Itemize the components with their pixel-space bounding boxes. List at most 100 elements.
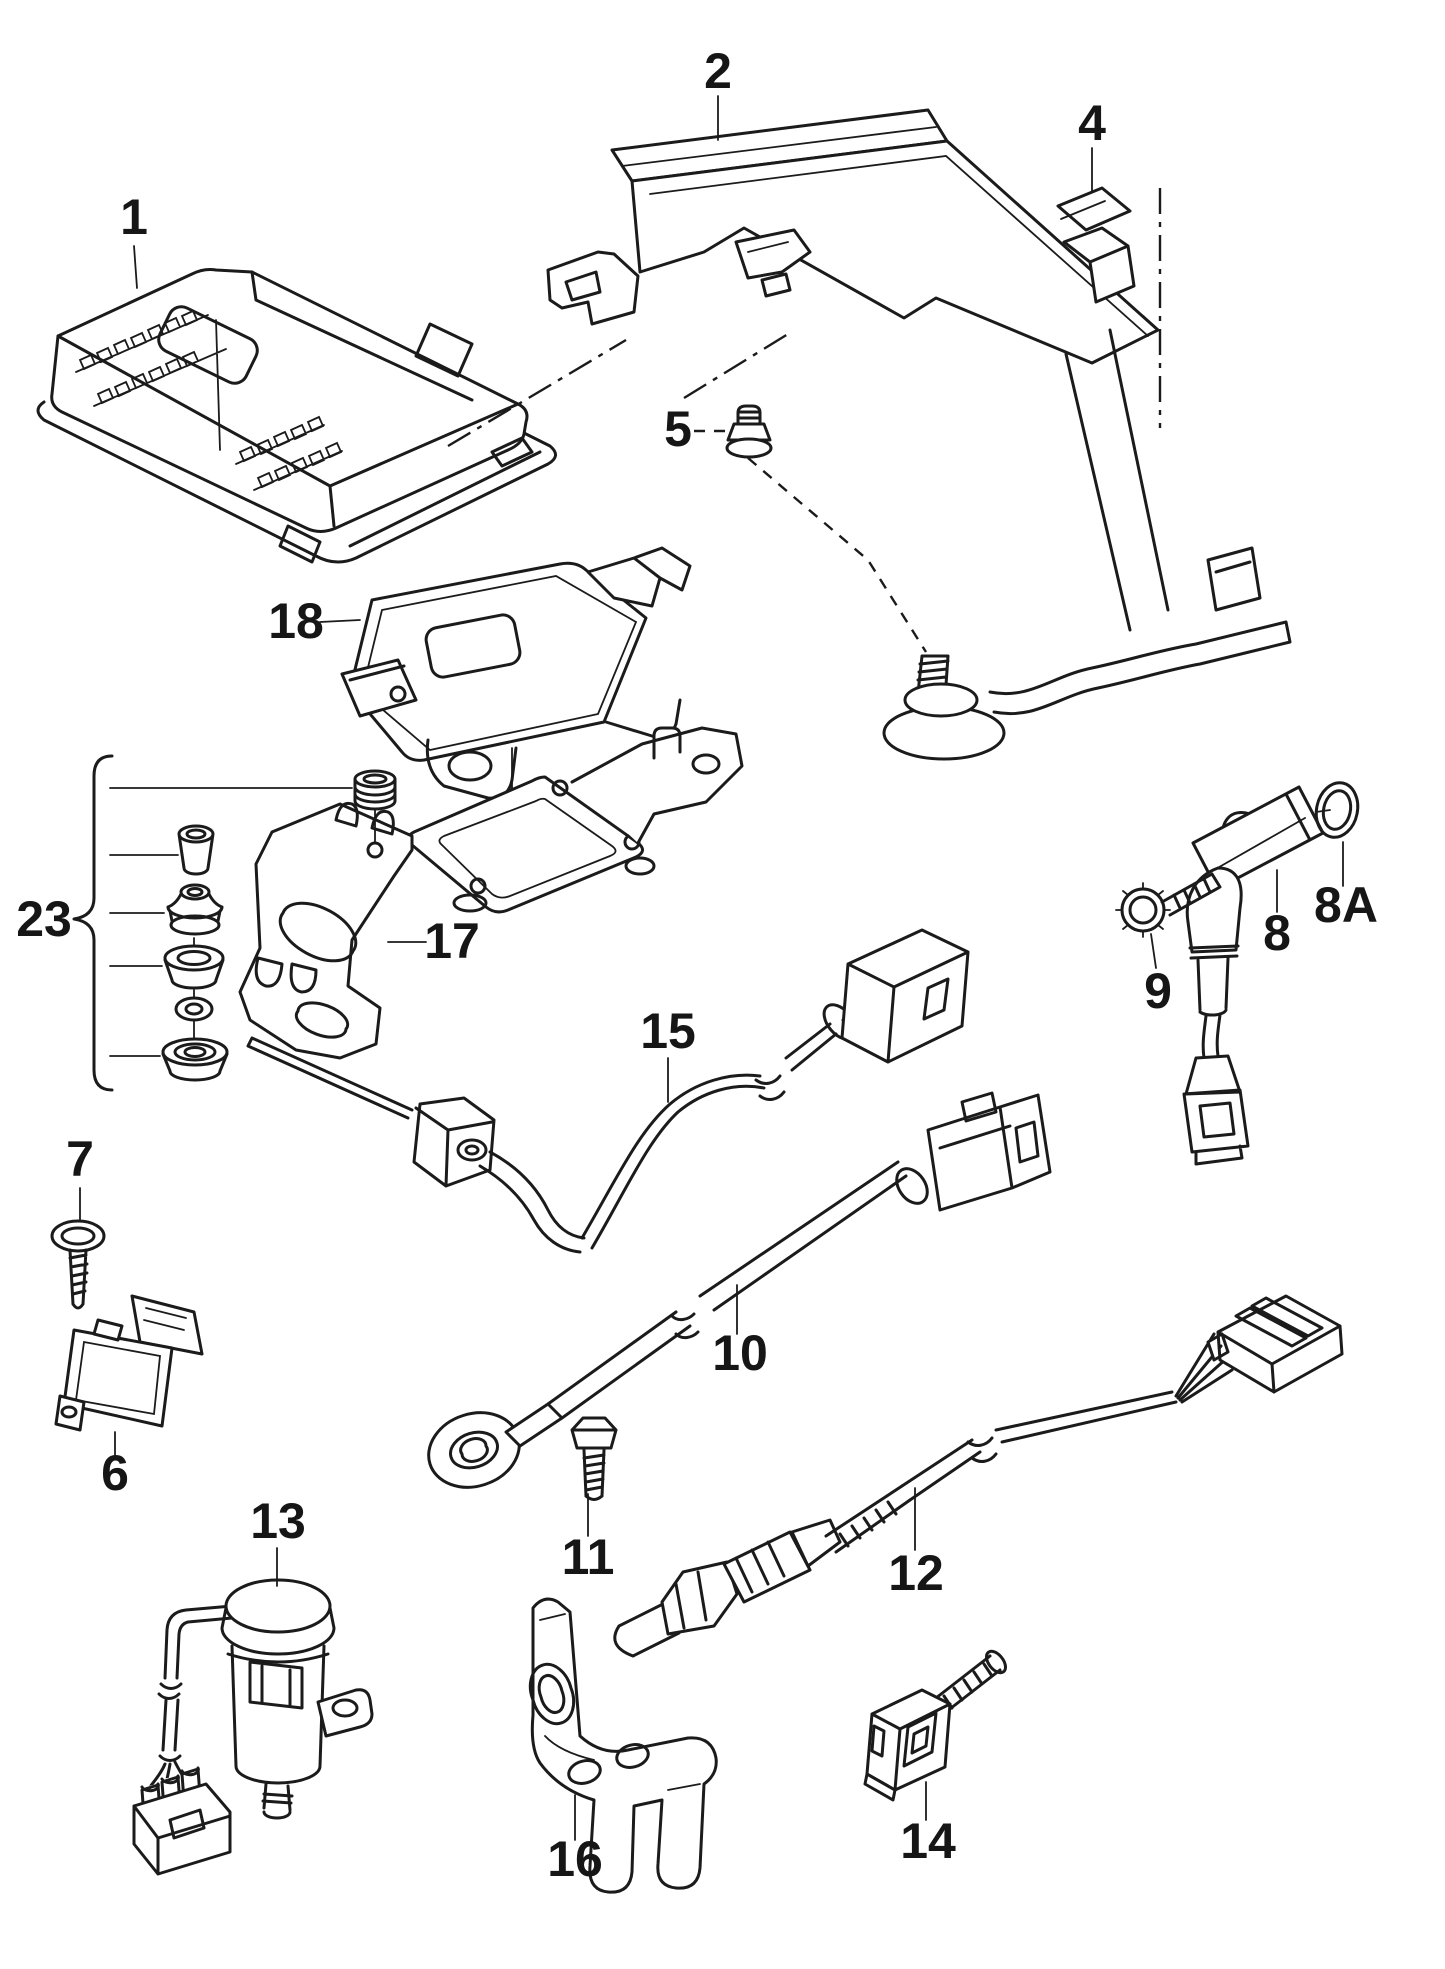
- bracket-right-leg: [988, 328, 1292, 715]
- part-16-support-bracket: [528, 1597, 718, 1894]
- bracket-rail-hem: [621, 126, 937, 167]
- sensor-connector-slots: [143, 1307, 187, 1331]
- valve-nipple: [261, 1782, 294, 1820]
- egt-hex-nut: [412, 1096, 496, 1188]
- mount-foot-upper: [903, 682, 979, 718]
- bracket-deck: [630, 139, 1160, 365]
- lambda-braid: [824, 1484, 912, 1554]
- dome-bushing: [166, 883, 224, 936]
- part-5-push-clip: [694, 404, 1006, 761]
- part-12-oxygen-sensor: [613, 1294, 1344, 1658]
- callout-8a: 8A: [1314, 877, 1378, 933]
- knock-sensor-boss: [504, 1402, 564, 1448]
- bracket-right-clip: [1062, 226, 1136, 304]
- module-connector-tabs: [586, 546, 692, 608]
- gasket-inner: [438, 797, 617, 899]
- module-top: [348, 561, 648, 762]
- group-brace: [72, 754, 114, 1092]
- egt-cable: [580, 1022, 838, 1250]
- callout-11: 11: [562, 1529, 615, 1585]
- sensor-flange: [54, 1318, 124, 1432]
- callout-8: 8: [1263, 905, 1291, 961]
- sensor-face: [74, 1340, 161, 1416]
- sensor8-connector: [1182, 1054, 1250, 1166]
- bracket-tongue-fold: [747, 241, 789, 253]
- part-1-engine-control-unit: [36, 268, 557, 564]
- part-23-grommet-set: [72, 754, 397, 1092]
- o-ring-axis: [1213, 809, 1331, 871]
- knock-cable: [546, 1160, 908, 1420]
- callout-15: 15: [640, 1003, 696, 1059]
- screw9-serrations: [1115, 882, 1171, 938]
- part-11-hex-bolt: [570, 1416, 618, 1501]
- egt-connector: [840, 928, 970, 1064]
- callout-1: 1: [120, 189, 148, 245]
- part-8a-o-ring: [1213, 781, 1360, 871]
- pad-outline: [1056, 186, 1132, 232]
- bracket-left-hook: [546, 250, 640, 326]
- bracket16-outline: [530, 1597, 718, 1894]
- callout-12: 12: [888, 1545, 944, 1601]
- callout-13: 13: [250, 1493, 306, 1549]
- switch-socket: [863, 1711, 938, 1802]
- module-side-stub: [340, 658, 418, 718]
- screw9-head: [1120, 887, 1166, 933]
- callout-16: 16: [547, 1831, 603, 1887]
- ecu-label-recess: [157, 305, 259, 385]
- clip-install-axis: [694, 429, 928, 653]
- bracket-left-arm: [238, 802, 414, 1060]
- sensor8-boot: [1185, 866, 1243, 960]
- part-13-solenoid-valve: [132, 1578, 374, 1876]
- callout-7: 7: [66, 1131, 94, 1187]
- ribbed-grommet: [353, 769, 397, 811]
- part-6-pressure-sensor: [54, 1294, 204, 1432]
- callout-23: 23: [16, 891, 72, 947]
- ecu-edges: [56, 270, 534, 564]
- bracket16-grommet: [528, 1662, 576, 1726]
- cup-grommet-lower: [161, 1037, 229, 1082]
- valve-clip: [248, 1660, 304, 1710]
- callout-2: 2: [704, 43, 732, 99]
- knock-connector-collar: [895, 1167, 929, 1205]
- ecu-base-tray: [36, 400, 557, 564]
- bolt-head: [570, 1416, 618, 1450]
- knock-connector: [926, 1091, 1052, 1212]
- part-2-mounting-bracket: [546, 108, 1292, 715]
- part-18-control-module: [340, 546, 692, 800]
- part-8-speed-sensor: [1182, 785, 1325, 1166]
- part-10-knock-sensor: [427, 1091, 1052, 1489]
- valve-connector-block: [132, 1782, 232, 1876]
- pad-hem: [1060, 200, 1106, 220]
- bracket-arm-details: [254, 801, 395, 1039]
- callout-14: 14: [900, 1813, 956, 1869]
- cup-grommet-upper: [163, 944, 225, 990]
- assembly-axis-lines: [447, 188, 1162, 448]
- callout-9: 9: [1144, 963, 1172, 1019]
- knock-sensor-ring: [427, 1411, 521, 1489]
- callout-5: 5: [664, 401, 692, 457]
- callout-18: 18: [268, 593, 324, 649]
- bolt-shank: [582, 1448, 606, 1501]
- switch-body: [865, 1688, 952, 1792]
- clip-body: [726, 404, 772, 442]
- lambda-hex: [660, 1560, 739, 1636]
- flat-washer: [174, 996, 214, 1022]
- part-4-adhesive-pad: [1056, 186, 1132, 232]
- valve-tube: [146, 1604, 234, 1792]
- module-recess: [424, 613, 522, 679]
- group-leader-lines: [109, 787, 353, 1057]
- lambda-cable: [900, 1332, 1234, 1502]
- o-ring: [1314, 781, 1360, 839]
- valve-cap: [220, 1578, 336, 1656]
- ecu-connector-teeth: [75, 309, 343, 491]
- part-14-switch: [863, 1649, 1007, 1802]
- lambda-body: [722, 1530, 812, 1604]
- spacer-sleeve: [177, 824, 215, 876]
- egt-probe: [246, 1036, 414, 1120]
- bracket-center-tongue: [734, 228, 812, 298]
- screw-head: [50, 1219, 106, 1253]
- part-7-screw: [50, 1219, 106, 1310]
- callout-10: 10: [712, 1325, 768, 1381]
